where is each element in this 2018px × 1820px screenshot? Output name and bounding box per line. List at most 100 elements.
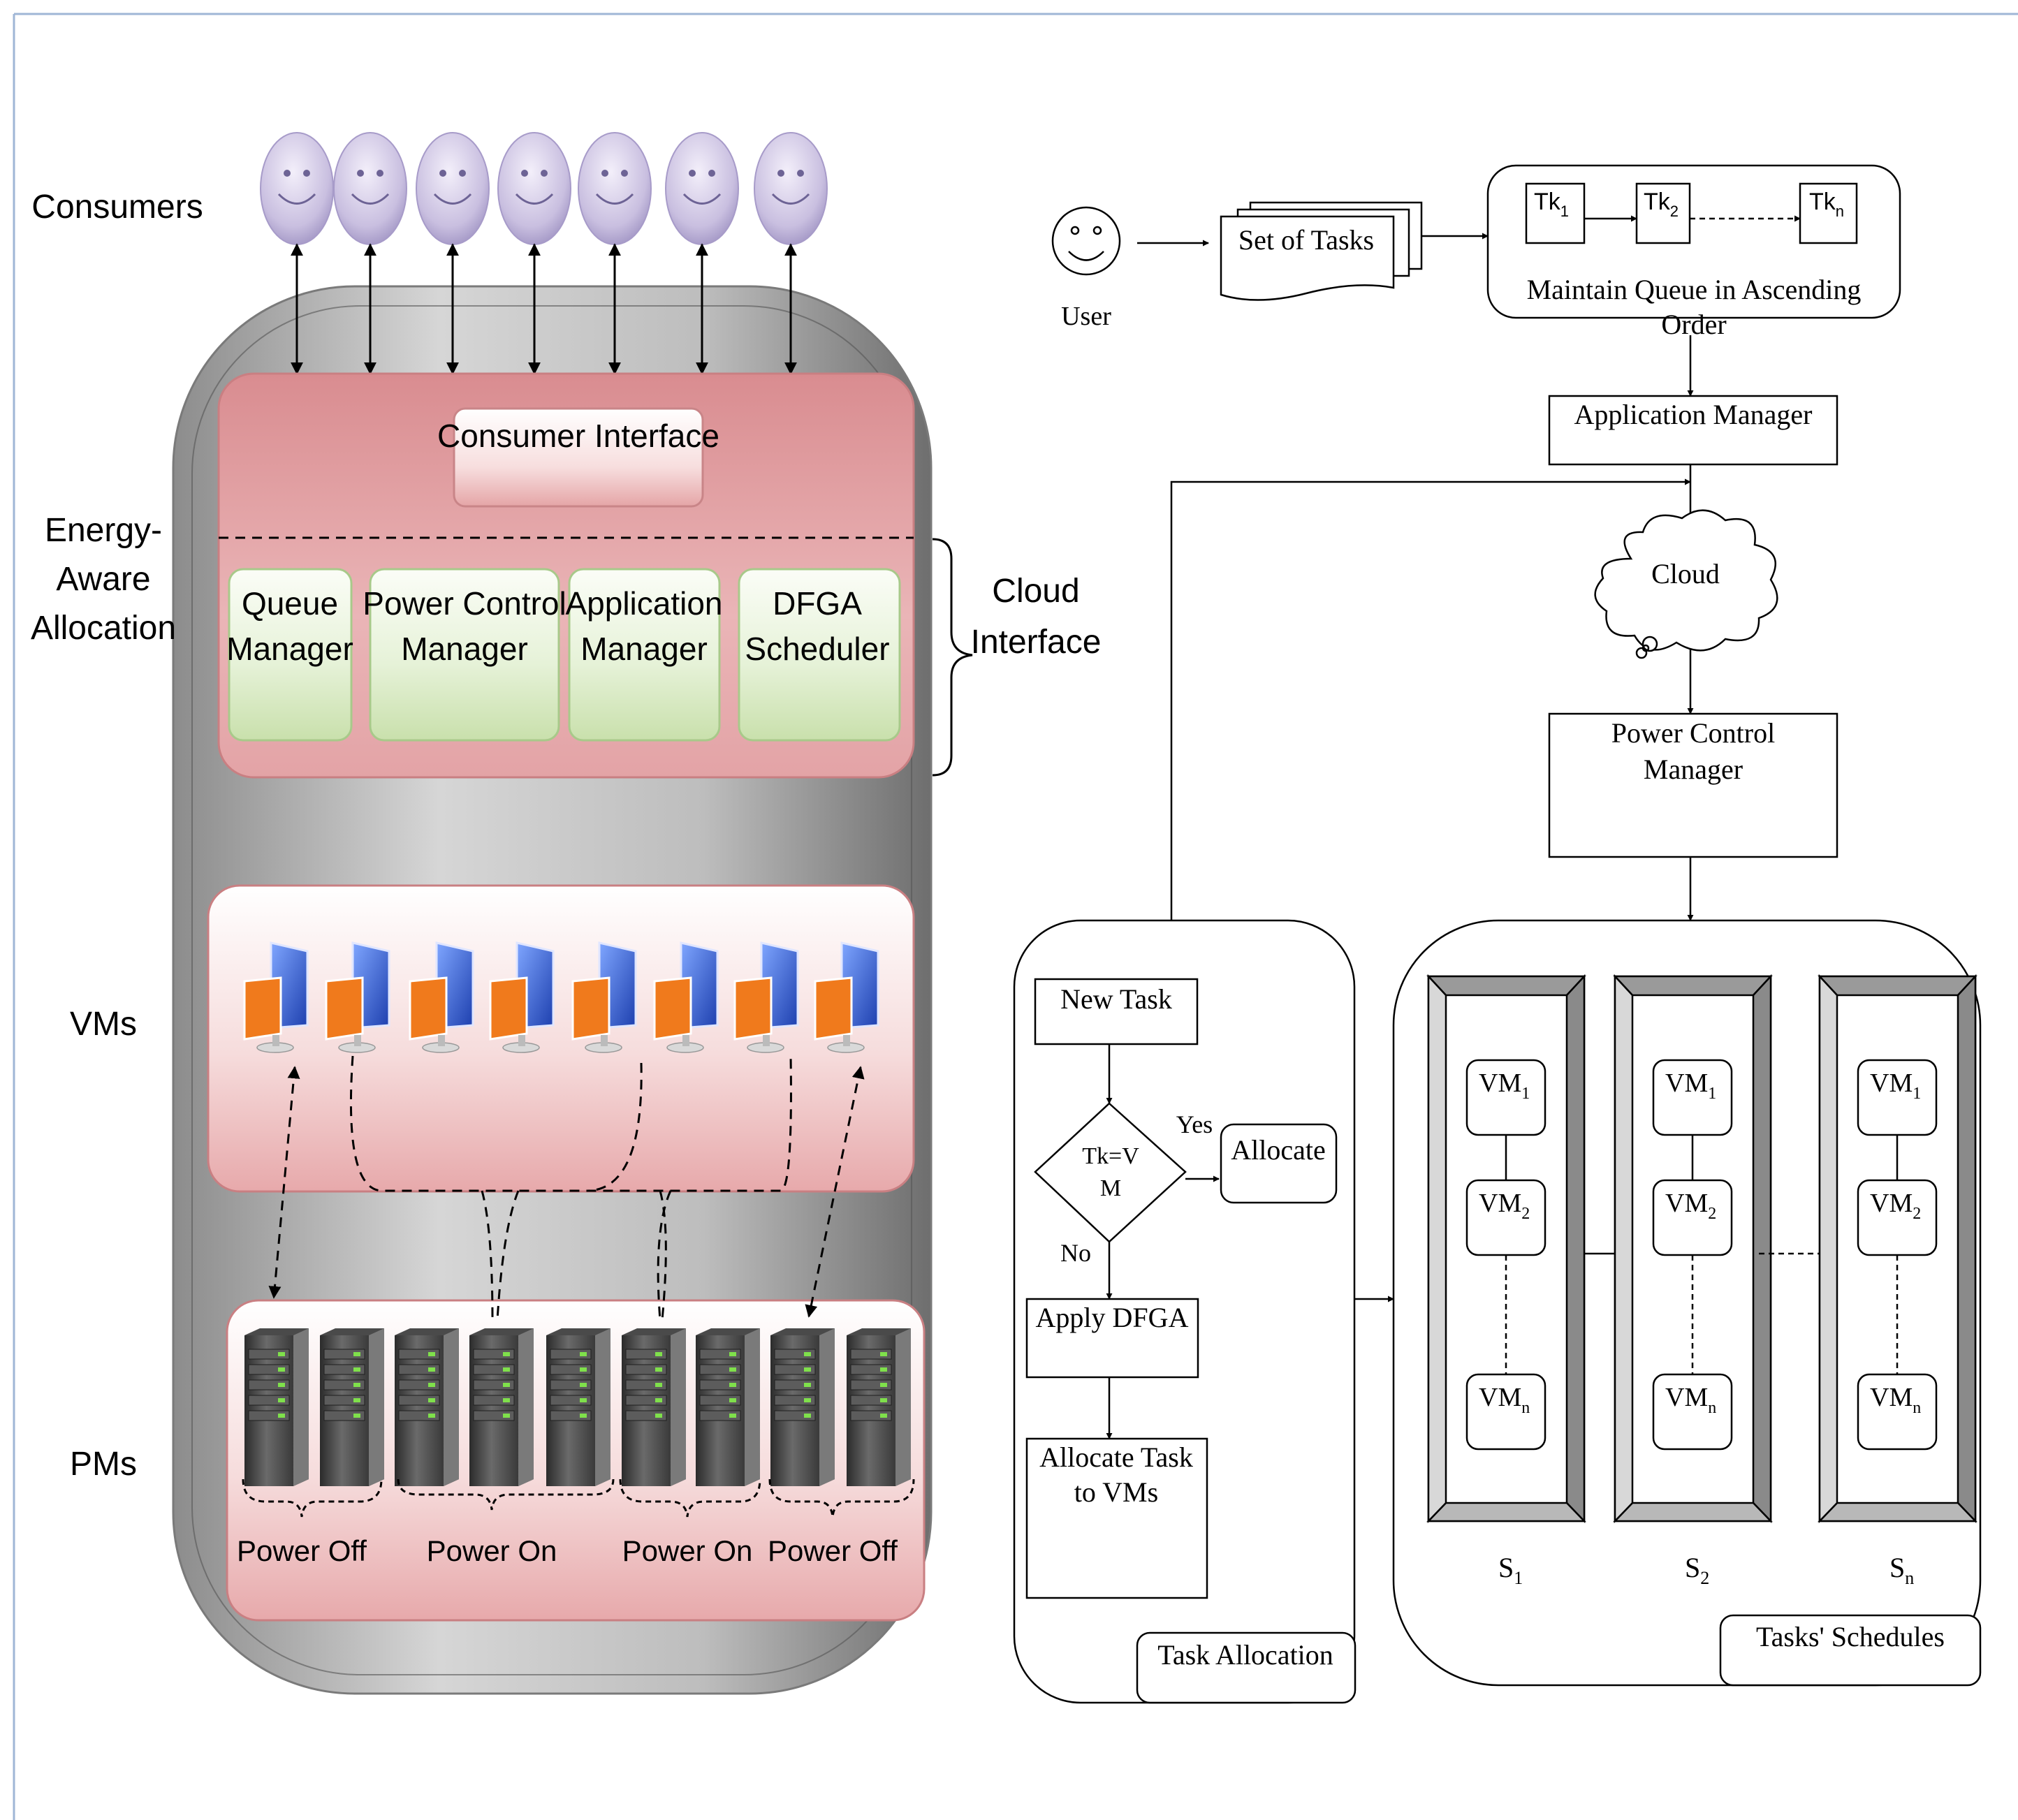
- pm-server-icon: [847, 1328, 911, 1486]
- new-task-node: [1034, 978, 1199, 1045]
- pm-server-icon: [546, 1328, 610, 1486]
- vm-monitor-icon: [409, 941, 474, 1053]
- energy-aware-label-1: Energy-: [45, 512, 162, 549]
- schedules-caption-box: [1719, 1614, 1982, 1687]
- vm-node: VMn: [1652, 1373, 1733, 1451]
- power-control-manager-node-label-2: Manager: [1644, 754, 1743, 785]
- consumer-face-icon: [416, 132, 490, 245]
- cloud-interface-label-2: Interface: [971, 624, 1102, 661]
- energy-aware-label-2: Aware: [56, 561, 150, 598]
- vm-node: VM1: [1465, 1059, 1547, 1136]
- consumer-interface-box: [453, 407, 704, 508]
- application-manager-label-1: Application: [565, 585, 722, 622]
- vm-node-label: VMn: [1479, 1383, 1530, 1417]
- pm-server-icon: [469, 1328, 534, 1486]
- pm-server-icon: [320, 1328, 384, 1486]
- power-state-3: Power On: [622, 1534, 753, 1567]
- power-control-manager-node-label-1: Power Control: [1611, 717, 1775, 749]
- vms-panel: [207, 884, 915, 1193]
- vm-pm-mapping: [268, 1055, 865, 1321]
- vm-icons: [243, 941, 879, 1053]
- consumer-face-icon: [260, 132, 334, 245]
- user-smiley-icon: [1051, 206, 1121, 276]
- dfga-scheduler-label-2: Scheduler: [745, 631, 889, 667]
- vms-label: VMs: [70, 1006, 137, 1043]
- allocate-task-label-1: Allocate Task: [1039, 1441, 1193, 1473]
- queue-manager-label-2: Manager: [226, 631, 353, 667]
- decision-label-1: Tk=V: [1082, 1143, 1139, 1169]
- vm-node-label: VM2: [1870, 1189, 1921, 1223]
- cloud-node-icon: [1594, 509, 1778, 652]
- application-manager-node: [1548, 395, 1838, 466]
- set-of-tasks-doc: [1220, 215, 1395, 301]
- schedules-caption: Tasks' Schedules: [1756, 1621, 1945, 1652]
- power-state-4: Power Off: [768, 1534, 898, 1567]
- pm-servers: [244, 1328, 911, 1486]
- queue-task-n: [1799, 182, 1858, 244]
- vm-monitor-icon: [653, 941, 719, 1053]
- power-control-manager-label-1: Power Control: [363, 585, 566, 622]
- left-architecture: Consumers Energy- Aware Allocation VMs P…: [31, 132, 1102, 1695]
- server-label: S1: [1498, 1552, 1523, 1588]
- vm-node-label: VM1: [1665, 1069, 1716, 1103]
- vm-monitor-icon: [733, 941, 799, 1053]
- power-control-manager-label-2: Manager: [401, 631, 528, 667]
- pm-server-icon: [622, 1328, 686, 1486]
- manager-boxes: Queue Manager Power Control Manager Appl…: [226, 568, 901, 742]
- dfga-scheduler-box: [738, 568, 901, 742]
- cloud-interface-brace: [932, 538, 973, 777]
- allocate-label: Allocate: [1231, 1134, 1326, 1166]
- vm-monitor-icon: [814, 941, 879, 1053]
- pm-server-icon: [244, 1328, 309, 1486]
- vm-node-label: VM1: [1479, 1069, 1530, 1103]
- queue-manager-label-1: Queue: [242, 585, 338, 622]
- power-state-2: Power On: [427, 1534, 557, 1567]
- cloud-interface-label-1: Cloud: [992, 573, 1079, 610]
- server-label: S2: [1685, 1552, 1709, 1588]
- vm-monitor-icon: [489, 941, 555, 1053]
- svg-text:Tk2: Tk2: [1644, 189, 1679, 220]
- pm-server-icon: [395, 1328, 459, 1486]
- vm-node: VM1: [1652, 1059, 1733, 1136]
- vm-node-label: VM1: [1870, 1069, 1921, 1103]
- no-label: No: [1060, 1239, 1091, 1267]
- vm-node: VM1: [1857, 1059, 1938, 1136]
- vm-node-label: VMn: [1870, 1383, 1921, 1417]
- pm-server-icon: [696, 1328, 760, 1486]
- vm-monitor-icon: [571, 941, 637, 1053]
- svg-text:Tk1: Tk1: [1534, 189, 1569, 220]
- task-allocation-caption-box: [1136, 1631, 1357, 1704]
- application-manager-label-2: Manager: [580, 631, 708, 667]
- vm-node: VMn: [1465, 1373, 1547, 1451]
- allocate-task-node: [1025, 1437, 1208, 1599]
- consumer-face-icon: [578, 132, 652, 245]
- consumer-face-icon: [333, 132, 407, 245]
- power-control-manager-node: [1548, 712, 1838, 858]
- svg-text:Tkn: Tkn: [1809, 189, 1844, 220]
- vm-node-label: VM2: [1665, 1189, 1716, 1223]
- pm-server-icon: [770, 1328, 835, 1486]
- consumer-face-icon: [497, 132, 571, 245]
- vm-node-label: VMn: [1665, 1383, 1716, 1417]
- task-allocation-caption: Task Allocation: [1157, 1639, 1333, 1671]
- user-label: User: [1061, 302, 1111, 331]
- yes-label: Yes: [1176, 1110, 1213, 1138]
- vm-node: VM2: [1465, 1179, 1547, 1256]
- queue-task-2: [1635, 182, 1691, 244]
- power-state-1: Power Off: [237, 1534, 367, 1567]
- allocate-task-label-2: to VMs: [1074, 1476, 1158, 1508]
- dfga-scheduler-label-1: DFGA: [773, 585, 862, 622]
- application-manager-box: [568, 568, 721, 742]
- consumer-interface-label: Consumer Interface: [437, 418, 719, 454]
- queue-manager-box: [228, 568, 353, 742]
- consumer-face-icon: [754, 132, 828, 245]
- vm-monitor-icon: [325, 941, 390, 1053]
- vm-node: VMn: [1857, 1373, 1938, 1451]
- queue-container: [1486, 164, 1901, 319]
- decision-label-2: M: [1100, 1175, 1121, 1201]
- vm-node: VM2: [1652, 1179, 1733, 1256]
- application-manager-node-label: Application Manager: [1574, 399, 1813, 430]
- set-of-tasks-label: Set of Tasks: [1238, 224, 1374, 256]
